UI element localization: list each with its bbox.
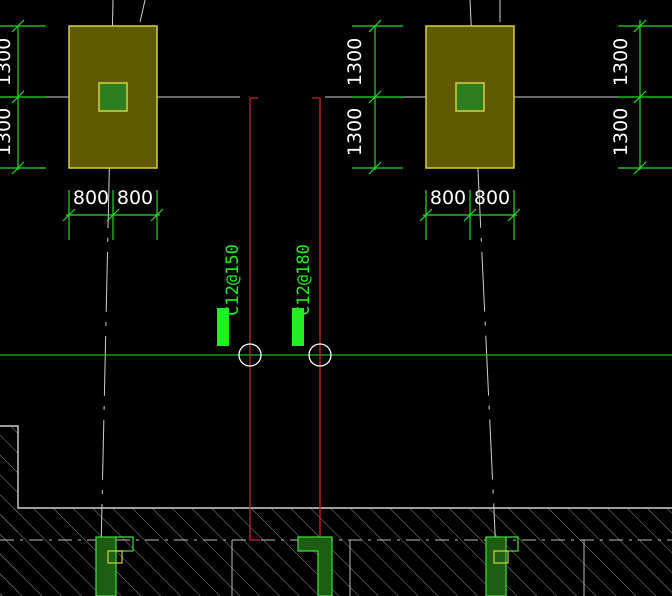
- footing-right-column[interactable]: [455, 82, 485, 112]
- rebar-lines[interactable]: [249, 97, 321, 541]
- footing-left[interactable]: [68, 25, 158, 169]
- top-label-left: 4250: [147, 0, 195, 3]
- rebar-prefix-glyphs: [217, 308, 304, 346]
- rebar-marker-1[interactable]: [238, 343, 262, 367]
- left-edge-dim-lower: 1300: [0, 108, 15, 156]
- rebar-marker-2[interactable]: [308, 343, 332, 367]
- footing-right[interactable]: [425, 25, 515, 169]
- right-edge-dim-upper: 1300: [610, 38, 632, 86]
- wall-column-3: [485, 536, 507, 596]
- footing-right-dim-lower: 1300: [344, 108, 366, 156]
- rebar-label-1[interactable]: C12@150: [223, 244, 243, 316]
- footing-left-dim-a: 800: [73, 187, 109, 209]
- footing-right-dim-upper: 1300: [344, 38, 366, 86]
- horizontal-dimensions: [62, 190, 521, 240]
- footing-right-dim-a: 800: [430, 187, 466, 209]
- wall-column-1: [95, 536, 117, 596]
- footing-left-column[interactable]: [98, 82, 128, 112]
- footing-right-dim-b: 800: [474, 187, 510, 209]
- footing-left-dim-b: 800: [117, 187, 153, 209]
- wall-columns[interactable]: [95, 536, 519, 596]
- wall-column-2: [297, 536, 333, 596]
- vertical-dimensions: [0, 19, 672, 175]
- top-label-right: 4250: [503, 0, 551, 3]
- rebar-label-2[interactable]: C12@180: [294, 244, 314, 316]
- left-edge-dim-upper: 1300: [0, 38, 15, 86]
- right-edge-dim-lower: 1300: [610, 108, 632, 156]
